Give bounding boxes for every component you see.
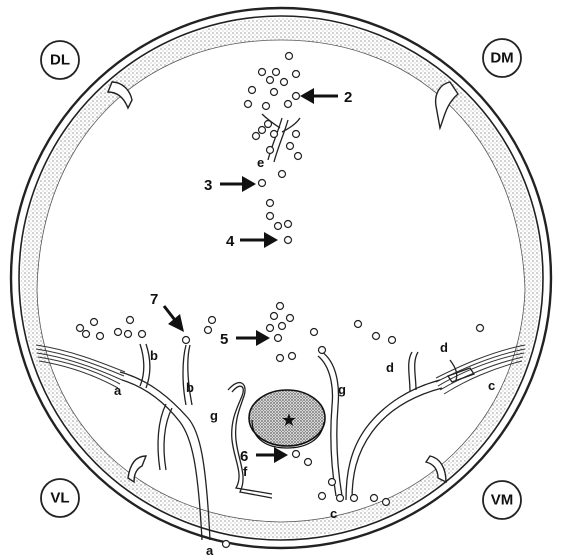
- label-7: 7: [150, 291, 158, 308]
- label-5: 5: [220, 331, 228, 348]
- corner-label-vl-text: VL: [50, 490, 69, 507]
- label-g-right: g: [338, 382, 346, 397]
- label-a-left: a: [114, 383, 122, 398]
- label-e: e: [257, 155, 264, 170]
- label-a-bottom: a: [206, 543, 214, 556]
- corner-label-dl: DL: [41, 41, 79, 79]
- label-b-mid: b: [186, 380, 194, 395]
- label-2: 2: [344, 89, 352, 106]
- label-6: 6: [240, 448, 248, 465]
- center-star-icon: ★: [281, 410, 297, 430]
- corner-label-dm: DM: [483, 39, 521, 77]
- corner-label-dm-text: DM: [490, 50, 513, 67]
- label-3: 3: [204, 177, 212, 194]
- label-g-left: g: [210, 408, 218, 423]
- corner-label-vm: VM: [483, 481, 521, 519]
- label-d-mid: d: [386, 360, 394, 375]
- corner-label-dl-text: DL: [50, 52, 70, 69]
- corner-label-vl: VL: [41, 479, 79, 517]
- label-c-right: c: [488, 378, 495, 393]
- label-f: f: [243, 464, 248, 479]
- label-4: 4: [226, 233, 235, 250]
- label-b-left: b: [150, 348, 158, 363]
- label-c-bottom: c: [330, 506, 337, 521]
- inner-boundary: [37, 40, 525, 522]
- label-d-right: d: [440, 340, 448, 355]
- corner-label-vm-text: VM: [491, 492, 514, 509]
